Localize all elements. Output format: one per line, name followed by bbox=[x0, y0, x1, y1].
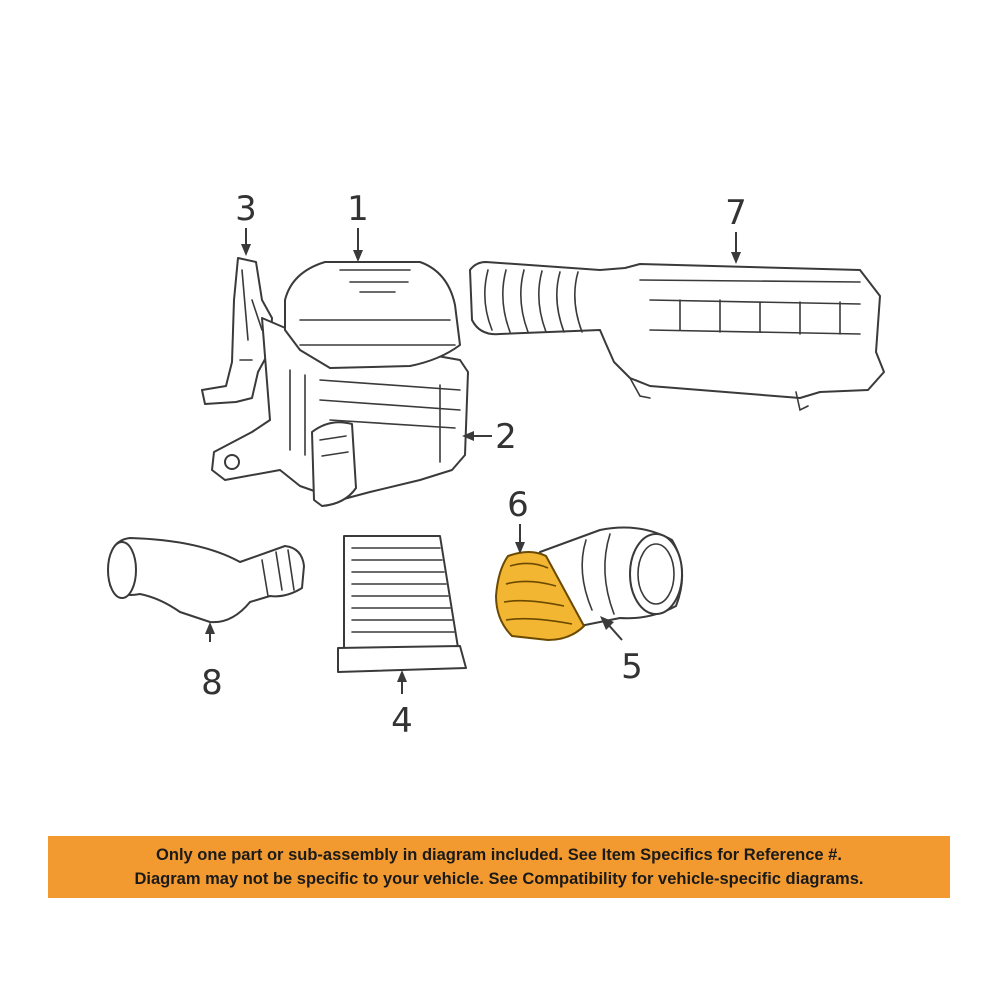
callout-1: 1 bbox=[347, 189, 369, 229]
callout-2: 2 bbox=[495, 417, 517, 457]
callout-6: 6 bbox=[507, 485, 529, 525]
callout-7: 7 bbox=[725, 193, 747, 233]
part-4-filter bbox=[337, 535, 467, 673]
leader-lines bbox=[205, 228, 741, 694]
part-3-bracket bbox=[201, 257, 273, 405]
callout-4: 4 bbox=[391, 701, 413, 741]
part-1-2-housing bbox=[211, 261, 469, 507]
callout-3: 3 bbox=[235, 189, 257, 229]
part-7-resonator bbox=[469, 261, 885, 412]
part-5-inlet-hose bbox=[539, 526, 684, 631]
disclaimer-line-2: Diagram may not be specific to your vehi… bbox=[134, 870, 864, 888]
callout-8: 8 bbox=[201, 663, 223, 703]
disclaimer-line-1: Only one part or sub-assembly in diagram… bbox=[156, 846, 842, 864]
callout-5: 5 bbox=[621, 647, 643, 687]
part-6-clamp-highlighted bbox=[494, 551, 586, 642]
part-8-outlet-duct bbox=[107, 537, 305, 624]
disclaimer-banner: Only one part or sub-assembly in diagram… bbox=[48, 836, 950, 898]
